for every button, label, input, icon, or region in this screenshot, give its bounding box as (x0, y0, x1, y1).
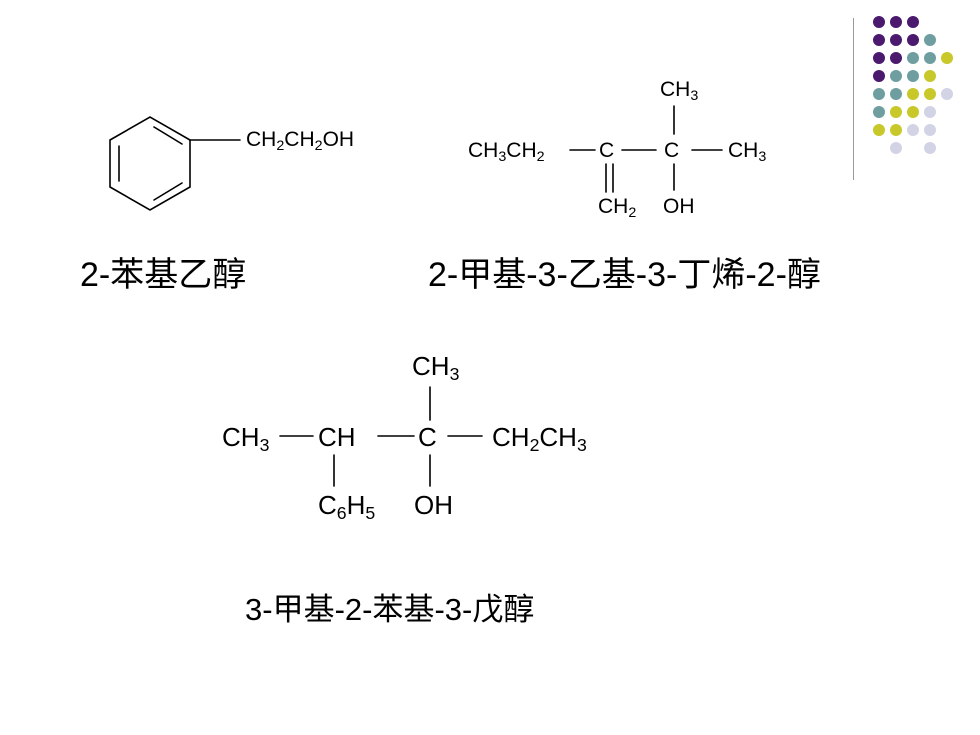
decor-dot (890, 70, 902, 82)
substituent-ch2ch2oh: CH2CH2OH (246, 128, 355, 154)
decor-dot (873, 88, 885, 100)
decor-dot (924, 34, 936, 46)
decor-dot (873, 16, 885, 28)
decor-dot (941, 88, 953, 100)
decor-dot (924, 52, 936, 64)
decor-dot (890, 124, 902, 136)
decor-dot (907, 88, 919, 100)
group-ch3-right: CH3 (728, 139, 767, 165)
decor-dot (924, 124, 936, 136)
decor-dot (873, 70, 885, 82)
decor-dot (907, 124, 919, 136)
decor-dot (907, 70, 919, 82)
atom-c: C (418, 422, 437, 452)
decor-dot (907, 16, 919, 28)
decor-dot (907, 52, 919, 64)
decor-dot (924, 70, 936, 82)
group-ch3-left: CH3 (222, 422, 270, 455)
group-ch3ch2: CH3CH2 (468, 139, 545, 165)
decor-dot (890, 142, 902, 154)
decor-dot (941, 52, 953, 64)
decor-dot (924, 88, 936, 100)
group-oh: OH (414, 490, 453, 520)
group-ch: CH (318, 422, 356, 452)
decor-dot (907, 34, 919, 46)
decor-dot (924, 142, 936, 154)
group-ch3-top: CH3 (412, 351, 460, 384)
decorative-divider-line (853, 18, 854, 180)
decor-dot (873, 34, 885, 46)
decor-dot (907, 106, 919, 118)
decor-dot (890, 106, 902, 118)
caption-molecule-2: 2-甲基-3-乙基-3-丁烯-2-醇 (428, 256, 821, 294)
group-ch2: CH2 (598, 195, 637, 221)
group-oh: OH (663, 195, 695, 218)
atom-c3: C (599, 139, 615, 162)
decor-dot (873, 124, 885, 136)
group-c6h5: C6H5 (318, 490, 376, 523)
decor-dot (924, 106, 936, 118)
caption-molecule-1: 2-苯基乙醇 (80, 256, 247, 294)
decor-dot (873, 52, 885, 64)
decor-dot (873, 106, 885, 118)
atom-c2: C (664, 139, 680, 162)
group-ch3-top: CH3 (660, 78, 699, 104)
benzene-ring (109, 116, 191, 211)
decor-dot (890, 16, 902, 28)
decor-dot (890, 88, 902, 100)
decor-dot (890, 52, 902, 64)
caption-molecule-3: 3-甲基-2-苯基-3-戊醇 (245, 592, 535, 627)
group-ch2ch3: CH2CH3 (492, 422, 587, 455)
decor-dot (890, 34, 902, 46)
